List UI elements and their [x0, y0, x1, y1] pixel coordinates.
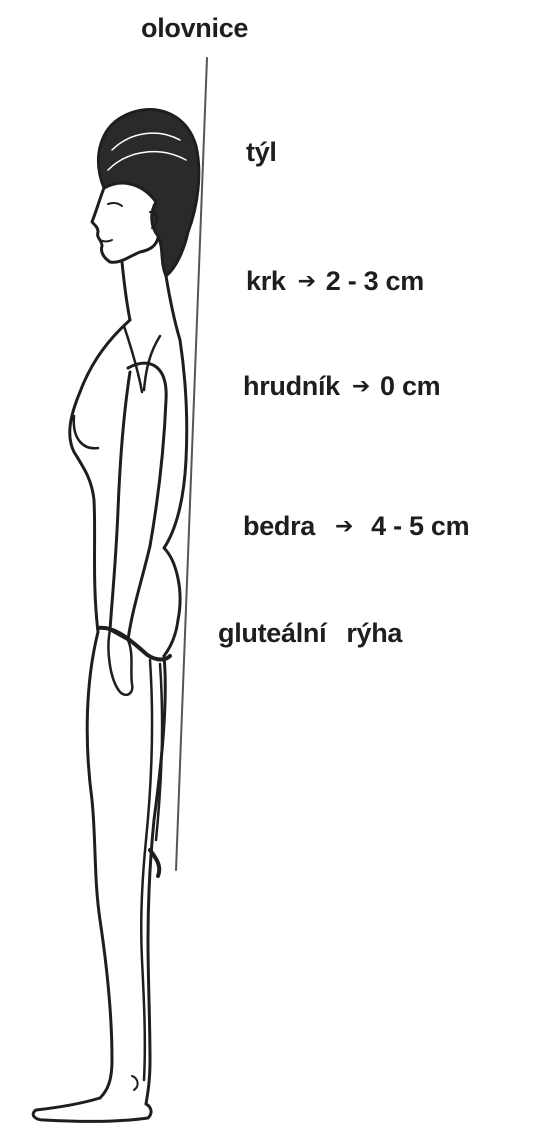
neck-back	[166, 276, 180, 340]
back-outline	[164, 340, 187, 656]
label-lumbar-value: 4 - 5 cm	[371, 511, 469, 541]
label-lumbar-name: bedra	[243, 511, 315, 541]
label-chest-value: 0 cm	[380, 371, 440, 401]
hair	[98, 109, 198, 276]
front-leg	[87, 632, 112, 1098]
arrow-right-icon: ➔	[352, 375, 370, 397]
label-gluteal-fold: gluteální rýha	[218, 620, 402, 647]
label-neck-value: 2 - 3 cm	[326, 266, 424, 296]
label-occiput: týl	[246, 139, 277, 166]
label-neck: krk ➔ 2 - 3 cm	[246, 268, 424, 295]
neck-front	[122, 262, 130, 320]
label-neck-name: krk	[246, 266, 286, 296]
foot	[33, 1098, 151, 1121]
label-lumbar: bedra ➔ 4 - 5 cm	[243, 513, 469, 540]
upper-arm-inner	[110, 372, 130, 630]
face-profile	[92, 188, 158, 262]
arrow-right-icon: ➔	[335, 515, 353, 537]
arrow-right-icon: ➔	[298, 270, 316, 292]
label-gluteal-second: rýha	[346, 618, 402, 648]
upper-arm	[128, 363, 166, 546]
label-chest: hrudník ➔ 0 cm	[243, 373, 440, 400]
label-chest-name: hrudník	[243, 371, 340, 401]
label-gluteal-first: gluteální	[218, 618, 326, 648]
plumb-line-label: olovnice	[141, 15, 248, 42]
